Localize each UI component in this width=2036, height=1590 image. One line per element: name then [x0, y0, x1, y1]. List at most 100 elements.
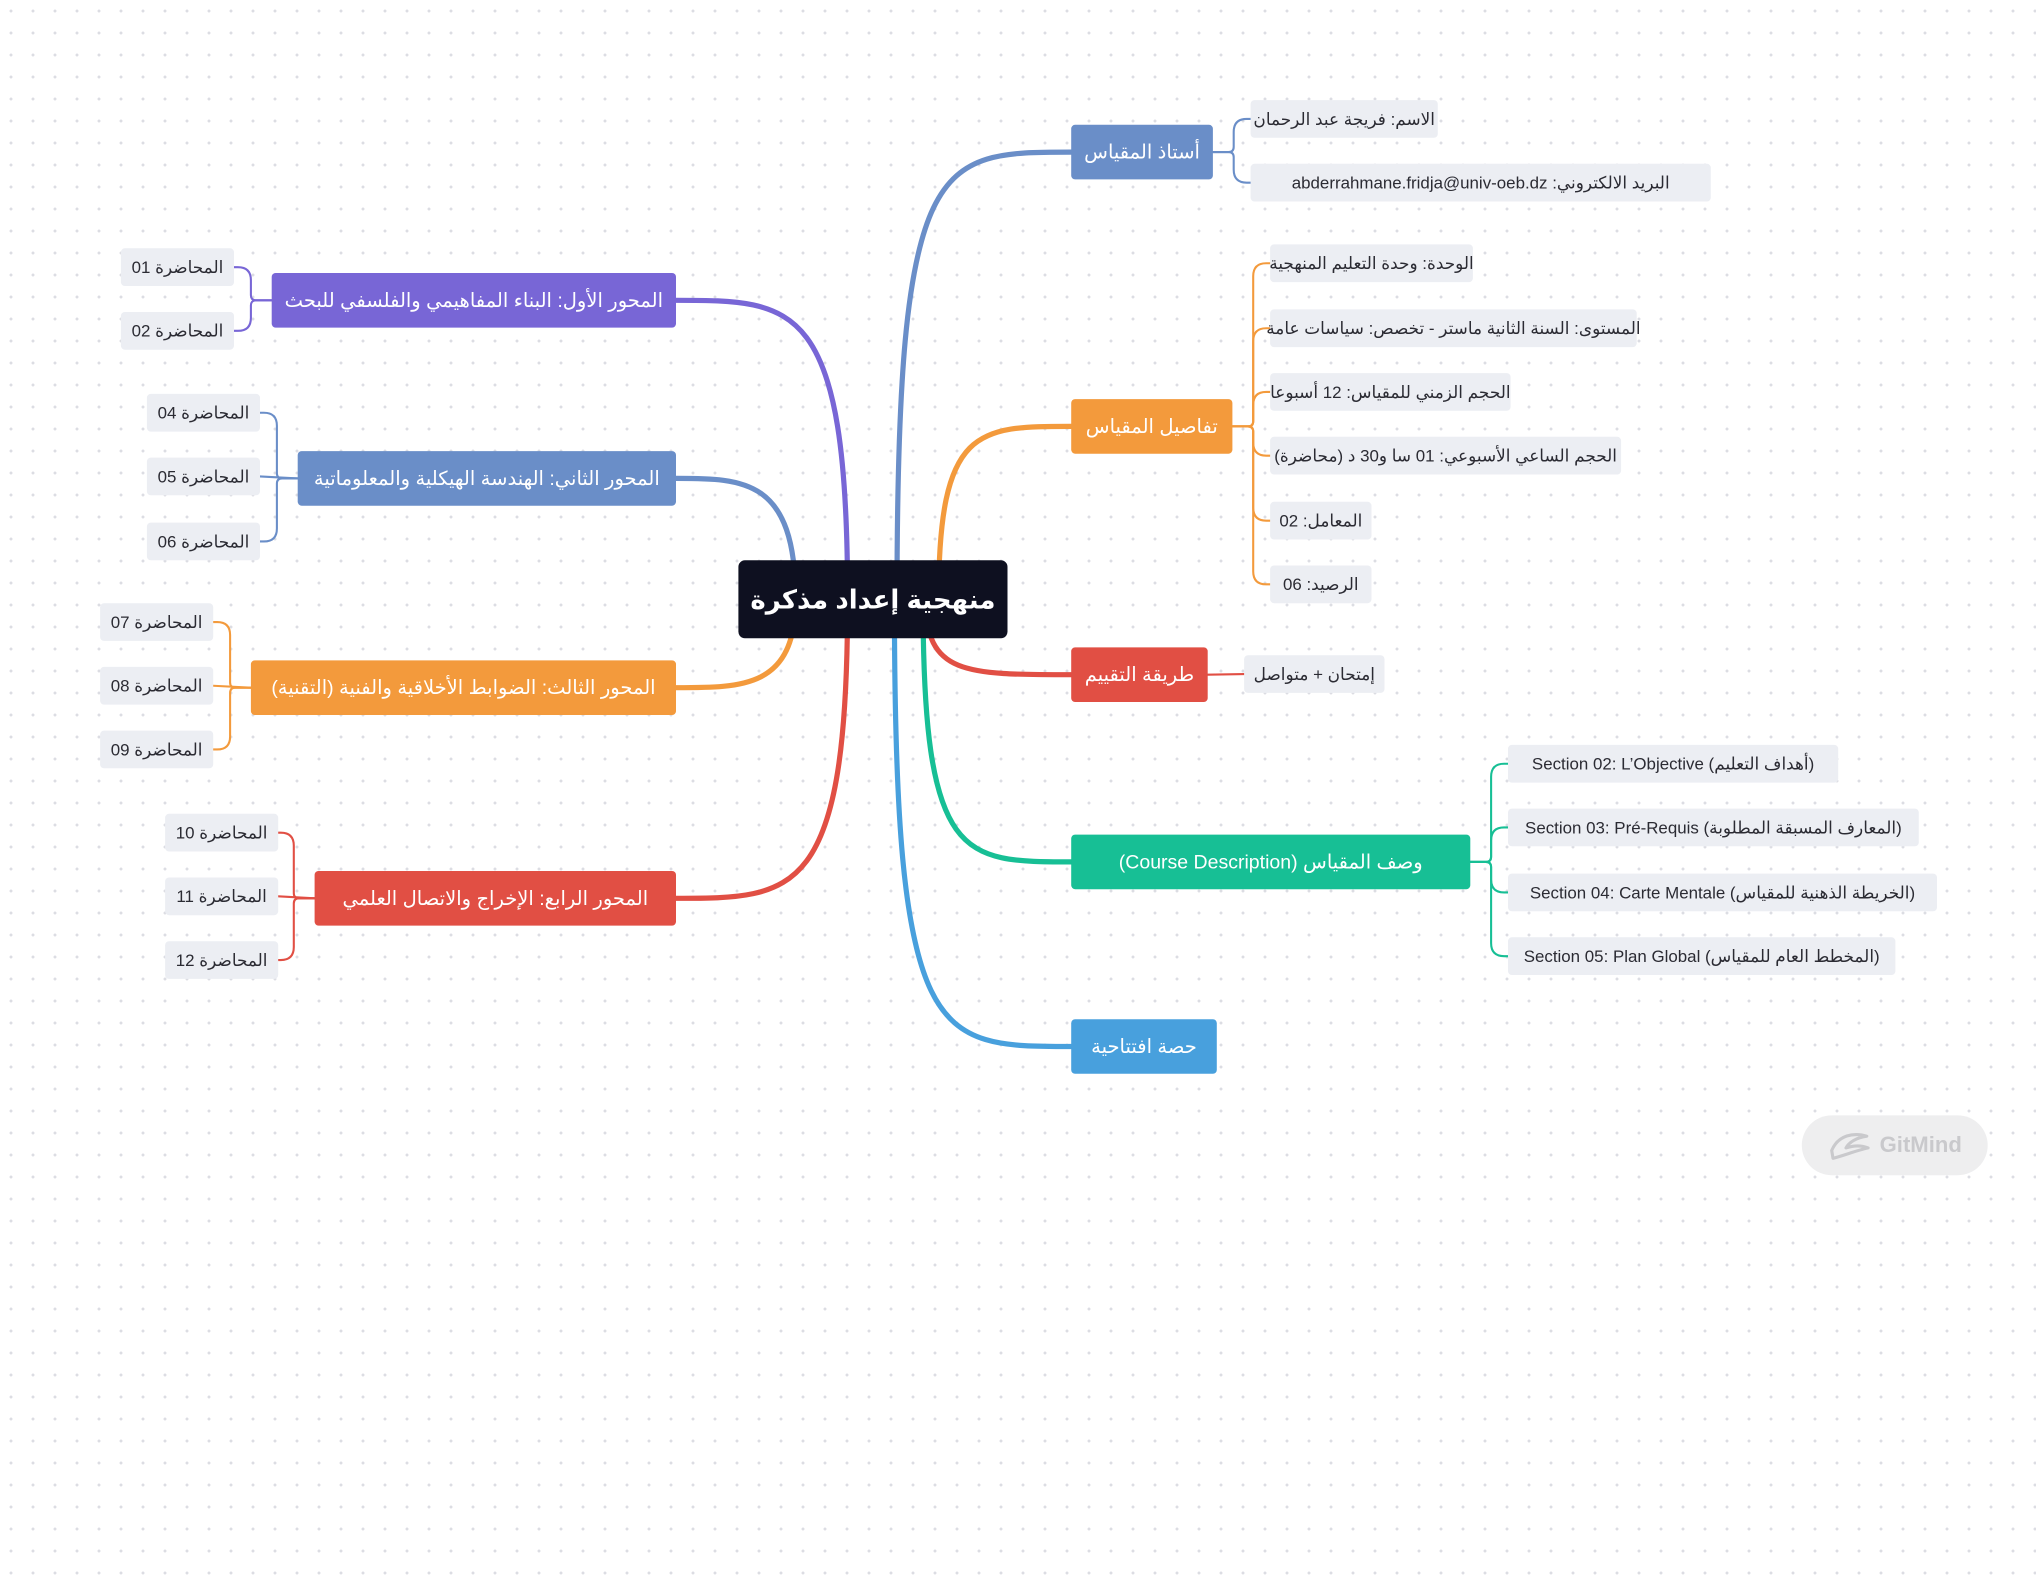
child-connector — [1231, 425, 1272, 457]
branch-node-left[interactable]: المحور الرابع: الإخراج والاتصال العلمي — [314, 870, 676, 926]
branch-node-left[interactable]: المحور الأول: البناء المفاهيمي والفلسفي … — [271, 273, 676, 328]
branch-connector — [673, 596, 851, 901]
lecture-leaf-label: المحاضرة 05 — [157, 466, 250, 486]
topic-leaf[interactable]: Section 04: Carte Mentale (الخريطة الذهن… — [1508, 873, 1937, 912]
topic-leaf-label: المعامل: 02 — [1279, 510, 1363, 530]
child-connector — [1231, 390, 1272, 428]
topic-leaf[interactable]: Section 05: Plan Global (المخطط العام لل… — [1508, 937, 1896, 975]
child-connector — [1231, 262, 1272, 428]
topic-leaf[interactable]: المستوى: السنة الثانية ماستر - تخصص: سيا… — [1266, 309, 1641, 348]
lecture-leaf[interactable]: المحاضرة 06 — [146, 522, 260, 561]
watermark-label: GitMind — [1879, 1132, 1962, 1157]
lecture-leaf-label: المحاضرة 08 — [110, 675, 203, 695]
child-connector — [232, 299, 273, 332]
child-connector — [277, 897, 316, 962]
lecture-leaf[interactable]: المحاضرة 08 — [100, 666, 214, 705]
lecture-leaf[interactable]: المحاضرة 07 — [100, 603, 214, 641]
branch-node-right-label: أستاذ المقياس — [1084, 141, 1200, 164]
lecture-leaf[interactable]: المحاضرة 09 — [100, 730, 214, 769]
topic-leaf-label: الحجم الزمني للمقياس: 12 أسبوعا — [1270, 381, 1511, 402]
topic-leaf[interactable]: الرصيد: 06 — [1270, 565, 1372, 604]
lecture-leaf[interactable]: المحاضرة 02 — [120, 312, 234, 350]
topic-leaf[interactable]: الحجم الساعي الأسبوعي: 01 سا و30 د (محاض… — [1270, 436, 1622, 475]
topic-leaf-label: إمتحان + متواصل — [1253, 663, 1375, 684]
child-connector — [1231, 327, 1272, 428]
topic-leaf[interactable]: المعامل: 02 — [1270, 501, 1372, 540]
branch-node-right[interactable]: طريقة التقييم — [1071, 647, 1208, 702]
branch-node-right[interactable]: وصف المقياس (Course Description) — [1071, 834, 1471, 890]
branch-node-left[interactable]: المحور الثاني: الهندسة الهيكلية والمعلوم… — [297, 451, 676, 506]
branch-node-right[interactable]: حصة افتتاحية — [1071, 1019, 1217, 1074]
branch-connector — [673, 297, 851, 602]
topic-leaf-label: المستوى: السنة الثانية ماستر - تخصص: سيا… — [1266, 317, 1641, 338]
child-connector — [232, 266, 273, 302]
topic-leaf-label: Section 03: Pré-Requis (المعارف المسبقة … — [1525, 817, 1902, 837]
child-connector — [258, 411, 299, 480]
branch-node-right-label: وصف المقياس (Course Description) — [1118, 851, 1423, 874]
lecture-leaf-label: المحاضرة 09 — [110, 739, 203, 759]
child-connector — [1211, 117, 1252, 154]
topic-leaf[interactable]: الحجم الزمني للمقياس: 12 أسبوعا — [1270, 373, 1511, 411]
branch-node-left[interactable]: المحور الثالث: الضوابط الأخلاقية والفنية… — [250, 660, 676, 715]
lecture-leaf-label: المحاضرة 11 — [176, 885, 267, 906]
child-connector — [212, 621, 252, 689]
branch-connector — [935, 423, 1074, 602]
topic-leaf[interactable]: Section 03: Pré-Requis (المعارف المسبقة … — [1508, 808, 1919, 847]
branch-node-left-label: المحور الأول: البناء المفاهيمي والفلسفي … — [284, 289, 664, 312]
child-connector — [1231, 425, 1272, 586]
gitmind-watermark: GitMind — [1801, 1115, 1988, 1176]
topic-leaf-label: الحجم الساعي الأسبوعي: 01 سا و30 د (محاض… — [1274, 445, 1617, 465]
topic-leaf[interactable]: البريد الالكتروني: abderrahmane.fridja@u… — [1250, 163, 1711, 202]
lecture-leaf[interactable]: المحاضرة 12 — [165, 941, 279, 979]
lecture-leaf[interactable]: المحاضرة 10 — [165, 813, 279, 852]
topic-leaf[interactable]: الاسم: فريجة عبد الرحمان — [1250, 100, 1438, 138]
branch-node-right-label: طريقة التقييم — [1084, 664, 1195, 687]
central-topic[interactable]: منهجية إعداد مذكرة — [738, 560, 1008, 639]
branch-node-right[interactable]: أستاذ المقياس — [1071, 124, 1213, 180]
branch-node-right-label: تفاصيل المقياس — [1085, 416, 1218, 439]
child-connector — [277, 831, 316, 900]
lecture-leaf-label: المحاضرة 01 — [131, 256, 224, 277]
topic-leaf-label: الوحدة: وحدة التعليم المنهجية — [1269, 252, 1474, 273]
child-connector — [1469, 762, 1510, 863]
branch-connector — [673, 475, 799, 602]
central-topic-label: منهجية إعداد مذكرة — [750, 585, 996, 615]
topic-leaf-label: Section 02: L’Objective (أهداف التعليم) — [1531, 753, 1815, 773]
lecture-leaf-label: المحاضرة 06 — [157, 531, 250, 551]
branch-node-right-label: حصة افتتاحية — [1091, 1036, 1197, 1059]
lecture-leaf[interactable]: المحاضرة 11 — [165, 877, 279, 916]
child-connector — [1469, 860, 1510, 958]
lecture-leaf-label: المحاضرة 02 — [131, 320, 224, 340]
lecture-leaf-label: المحاضرة 12 — [175, 949, 268, 970]
topic-leaf-label: الرصيد: 06 — [1282, 573, 1359, 594]
child-connector — [1206, 673, 1246, 676]
topic-leaf[interactable]: إمتحان + متواصل — [1244, 655, 1385, 693]
child-connector — [1231, 425, 1272, 522]
branch-node-left-label: المحور الرابع: الإخراج والاتصال العلمي — [342, 887, 649, 910]
branch-connector — [891, 596, 1074, 1050]
lecture-leaf-label: المحاضرة 07 — [110, 611, 203, 632]
child-connector — [1469, 826, 1510, 863]
child-connector — [258, 477, 299, 543]
branch-node-left-label: المحور الثالث: الضوابط الأخلاقية والفنية… — [271, 677, 656, 700]
topic-leaf[interactable]: Section 02: L’Objective (أهداف التعليم) — [1508, 744, 1839, 783]
lecture-leaf[interactable]: المحاضرة 05 — [146, 457, 260, 496]
child-connector — [1469, 860, 1510, 894]
topic-leaf[interactable]: الوحدة: وحدة التعليم المنهجية — [1269, 244, 1474, 283]
topic-leaf-label: الاسم: فريجة عبد الرحمان — [1253, 108, 1436, 129]
branch-connector — [894, 149, 1074, 602]
child-connector — [212, 686, 252, 751]
topic-leaf-label: Section 05: Plan Global (المخطط العام لل… — [1523, 945, 1880, 966]
child-connector — [1211, 151, 1252, 184]
lecture-leaf-label: المحاضرة 10 — [175, 822, 268, 842]
branch-node-left-label: المحور الثاني: الهندسة الهيكلية والمعلوم… — [313, 467, 660, 491]
lecture-leaf[interactable]: المحاضرة 01 — [120, 248, 234, 286]
branch-node-right[interactable]: تفاصيل المقياس — [1071, 399, 1233, 454]
branch-connector — [920, 596, 1074, 865]
gitmind-logo-icon — [1829, 1133, 1870, 1160]
topic-leaf-label: Section 04: Carte Mentale (الخريطة الذهن… — [1529, 882, 1916, 902]
lecture-leaf-label: المحاضرة 04 — [157, 402, 250, 422]
lecture-leaf[interactable]: المحاضرة 04 — [146, 393, 260, 432]
topic-leaf-label: البريد الالكتروني: abderrahmane.fridja@u… — [1291, 172, 1670, 192]
